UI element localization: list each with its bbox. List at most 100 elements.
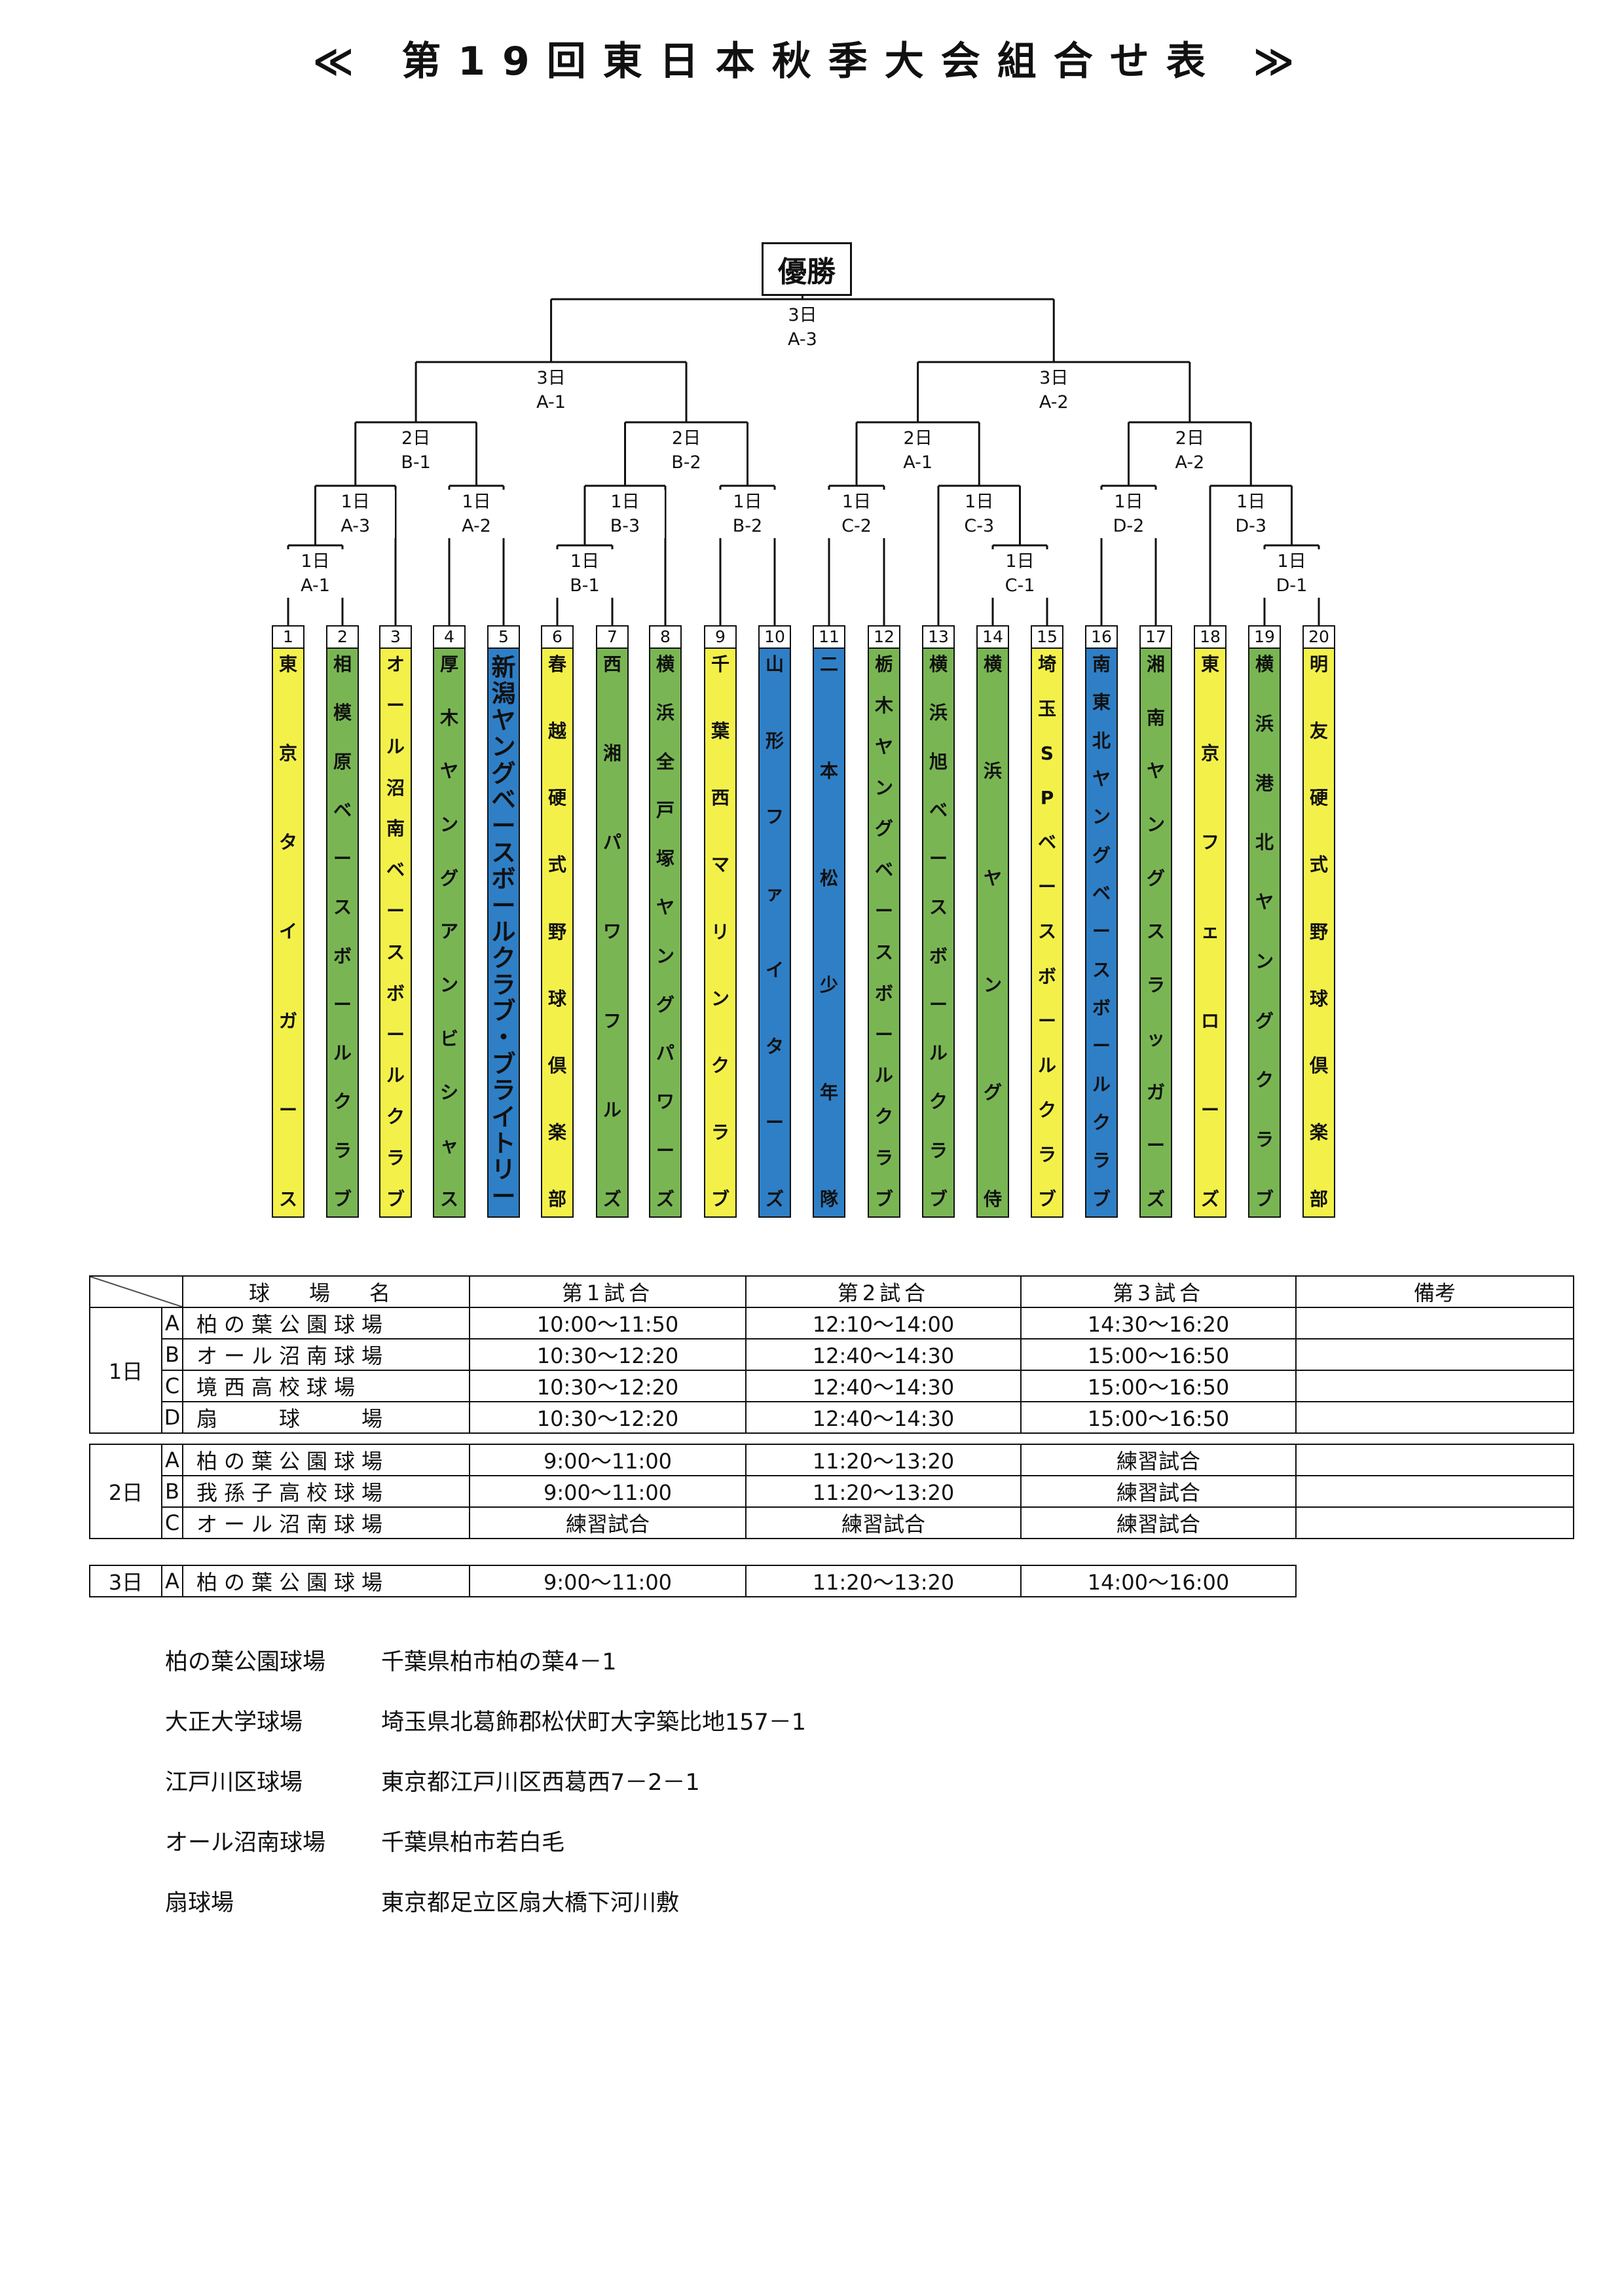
team-name-char: ャ (439, 1135, 458, 1157)
team-name-char: ベ (1037, 831, 1056, 854)
day-label: 1日 (89, 1307, 162, 1434)
team-name-char: ー (874, 1023, 893, 1046)
venue-name: 我孫子高校球場 (182, 1475, 470, 1508)
game2-time: 11:20〜13:20 (745, 1565, 1022, 1597)
team-name-char: ー (765, 1112, 784, 1134)
team-name-char: ボ (929, 945, 948, 967)
team-name-char: 玉 (1037, 698, 1056, 720)
schedule-day1-table: 球場名 第1試合 第2試合 第3試合 備考 1日 A 柏の葉公園球場 10:00… (89, 1275, 1574, 1434)
match-code: A-3 (788, 329, 817, 350)
team-name-char: ル (874, 1065, 893, 1087)
game2-time: 練習試合 (745, 1506, 1022, 1539)
team-name-char: ー (1037, 876, 1056, 898)
team-name: 新潟ヤングベースボールクラブ・ブライトリー (487, 649, 520, 1218)
team-name-char: ブ (491, 1049, 516, 1078)
team-name-char: シ (439, 1081, 458, 1103)
team-name-char: オ (386, 653, 405, 675)
team-name-char: ル (929, 1042, 948, 1065)
match-day: 2日 (903, 428, 932, 448)
address-venue-name: 大正大学球場 (165, 1709, 303, 1736)
team-name-char: ー (333, 848, 352, 870)
team-name-char: イ (765, 958, 784, 981)
team-name: 千葉西マリンクラブ (704, 649, 737, 1218)
team-name-char: ス (1146, 920, 1165, 943)
team-name-char: 形 (765, 729, 784, 752)
team-name-char: ン (655, 945, 674, 967)
team-name-char: 旭 (929, 750, 948, 773)
team-name-char: 西 (602, 653, 621, 675)
team-name-char: ラ (874, 1147, 893, 1169)
address-text: 埼玉県北葛飾郡松伏町大字築比地157－1 (381, 1709, 807, 1736)
game1-time: 10:00〜11:50 (469, 1307, 747, 1339)
match-code: D-1 (1276, 575, 1308, 596)
game1-time: 9:00〜11:00 (469, 1475, 747, 1508)
team-name-char: 相 (333, 653, 352, 675)
team-name-char: リ (710, 920, 729, 943)
address-text: 東京都江戸川区西葛西7－2－1 (381, 1770, 700, 1796)
notes-cell (1295, 1506, 1574, 1539)
team-name-char: 硬 (547, 787, 566, 809)
team-name-char: ブ (491, 997, 516, 1026)
header-game3: 第3試合 (1020, 1275, 1297, 1308)
venue-code: A (161, 1565, 183, 1597)
game3-time: 練習試合 (1020, 1444, 1297, 1476)
team-name-char: 部 (1309, 1188, 1328, 1210)
team-number: 9 (704, 625, 737, 649)
game3-time: 練習試合 (1020, 1506, 1297, 1539)
team-name-char: ー (655, 1139, 674, 1161)
match-code: A-2 (1175, 452, 1205, 473)
match-day: 3日 (1039, 368, 1069, 388)
team-name-char: 北 (1092, 729, 1111, 752)
match-code: B-3 (610, 516, 640, 536)
team-name-char: ヤ (1146, 760, 1165, 782)
team-name-char: 少 (819, 974, 838, 996)
venue-name: 扇 球 場 (182, 1401, 470, 1434)
team-name-char: ル (1092, 1073, 1111, 1095)
game2-time: 12:40〜14:30 (745, 1370, 1022, 1402)
game1-time: 10:30〜12:20 (469, 1370, 747, 1402)
team-name: 南東北ヤングベースボールクラブ (1085, 649, 1118, 1218)
team-name-char: ヤ (1092, 768, 1111, 790)
team-name-char: ブ (1037, 1188, 1056, 1210)
team-name-char: グ (491, 759, 516, 788)
team-name-char: ー (1200, 1099, 1219, 1121)
team-name-char: ク (386, 1106, 405, 1128)
team-name-char: 野 (1309, 920, 1328, 943)
team-name-char: イ (278, 920, 297, 943)
team-name-char: 西 (710, 787, 729, 809)
team-name-char: ク (333, 1091, 352, 1113)
team-name-char: ク (710, 1054, 729, 1076)
team-name-char: 倶 (1309, 1054, 1328, 1076)
team-name-char: 二 (819, 653, 838, 675)
team-name-char: パ (602, 831, 621, 854)
team-name-char: 楽 (547, 1121, 566, 1143)
match-day: 1日 (570, 551, 600, 572)
team-name-char: 沼 (386, 776, 405, 799)
team-name-char: ス (491, 838, 516, 867)
game1-time: 9:00〜11:00 (469, 1444, 747, 1476)
team-name-char: 球 (1309, 987, 1328, 1010)
notes-cell (1295, 1444, 1574, 1476)
team-name-char: ェ (1200, 920, 1219, 943)
notes-cell (1295, 1338, 1574, 1371)
team-name-char: ラ (1092, 1150, 1111, 1172)
game3-time: 14:00〜16:00 (1020, 1565, 1297, 1597)
game1-time: 9:00〜11:00 (469, 1565, 747, 1597)
team-name-char: ベ (386, 859, 405, 881)
game3-time: 15:00〜16:50 (1020, 1370, 1297, 1402)
match-code: A-1 (536, 392, 566, 412)
match-code: A-1 (301, 575, 330, 596)
team-name-char: ー (491, 812, 516, 841)
